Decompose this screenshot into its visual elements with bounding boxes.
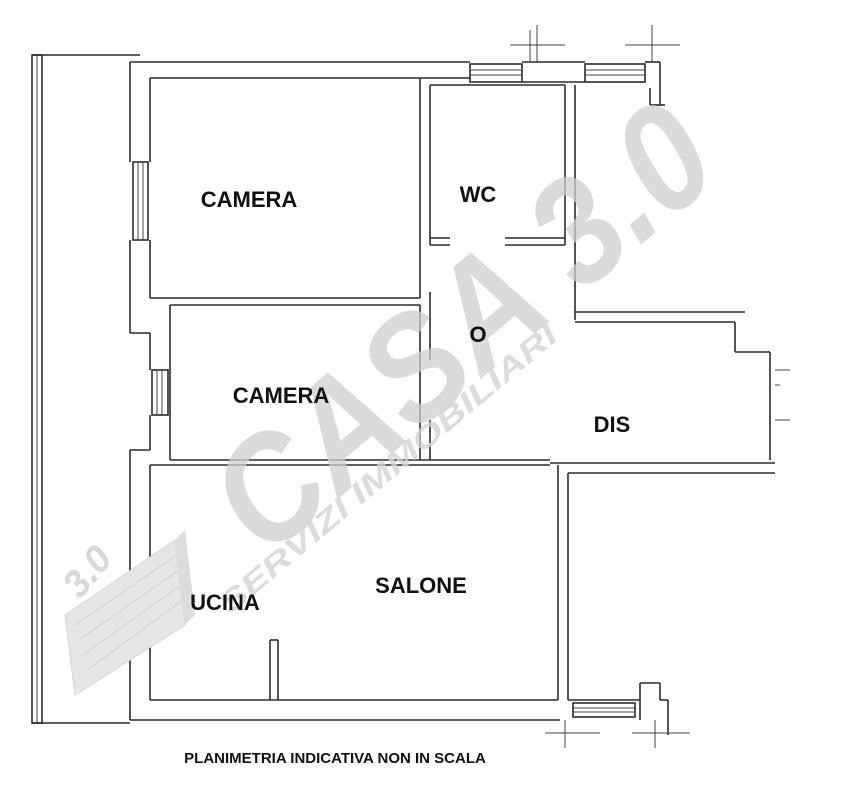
room-label-salone: SALONE [375,573,467,598]
outer-top-wall [130,25,680,106]
watermark: 3.0 CASA 3.0 SERVIZI IMMOBILIARI [55,70,746,696]
room-labels: CAMERA WC CAMERA DIS SALONE UCINA O [190,182,630,615]
room-label-camera-top: CAMERA [201,187,298,212]
balcony [31,54,140,724]
room-label-rip-partial: O [469,322,486,347]
camera-top-walls [150,78,450,299]
salone-walls [150,459,569,701]
dis-walls [550,311,790,474]
room-label-cucina-partial: UCINA [190,590,260,615]
watermark-logo: 3.0 [55,530,195,696]
room-label-camera-mid: CAMERA [233,383,330,408]
wc-walls [430,84,576,320]
camera-mid-walls [169,292,431,460]
outer-bottom-wall [130,682,690,748]
room-label-wc: WC [460,182,497,207]
room-label-dis: DIS [594,412,631,437]
watermark-brand: CASA 3.0 [178,70,746,584]
plan-caption: PLANIMETRIA INDICATIVA NON IN SCALA [184,750,486,767]
walls [31,25,790,748]
